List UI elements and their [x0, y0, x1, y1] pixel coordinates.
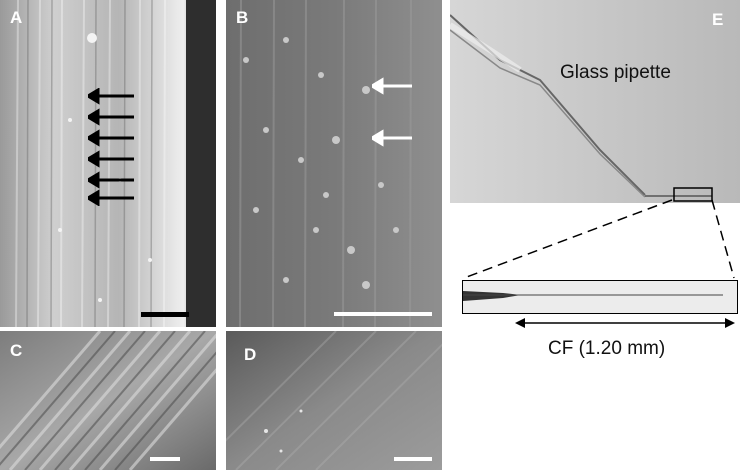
- zoom-lines: [463, 199, 735, 279]
- sem-panel-d: D: [226, 331, 442, 470]
- scale-bar-a: [141, 312, 189, 317]
- measure-arrow: [515, 318, 735, 328]
- measure-label: CF (1.20 mm): [548, 338, 666, 359]
- sem-image-d: [226, 331, 442, 470]
- sem-image-b: [226, 0, 442, 327]
- panel-label-e: E: [712, 10, 724, 29]
- pipette-caption: Glass pipette: [560, 62, 671, 83]
- sem-panel-c: C: [0, 331, 216, 470]
- pipette-photo: [450, 0, 740, 203]
- scale-bar-c: [150, 457, 180, 461]
- arrows-white: [372, 77, 412, 147]
- sem-panel-b: B: [226, 0, 442, 327]
- panel-label-d: D: [244, 345, 257, 364]
- zoom-inset: [462, 280, 738, 314]
- panel-label-c: C: [10, 341, 23, 360]
- scale-bar-b: [334, 312, 432, 316]
- panel-label-a: A: [10, 8, 23, 27]
- panel-label-b: B: [236, 8, 249, 27]
- arrows-black: [88, 88, 134, 206]
- carbon-fiber-inset: [463, 291, 723, 301]
- photo-panel-e: E Glass pipette: [450, 0, 740, 203]
- scale-bar-d: [394, 457, 432, 461]
- sem-image-c: [0, 331, 216, 470]
- sem-panel-a: A: [0, 0, 216, 327]
